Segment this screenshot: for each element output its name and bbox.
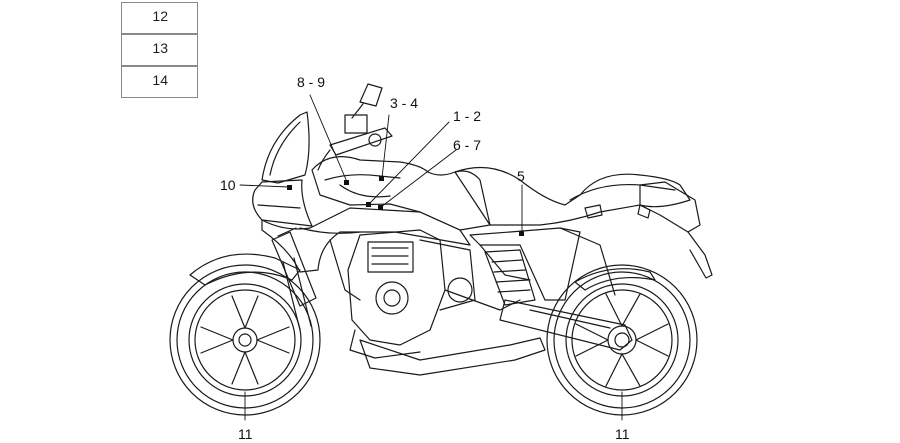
callout-8-9: 8 - 9 (297, 74, 326, 90)
decal-markers (287, 176, 524, 236)
seat (454, 166, 691, 226)
fairing-front (252, 111, 313, 227)
callout-6-7: 6 - 7 (453, 137, 482, 153)
tail-section (584, 181, 713, 279)
leader-lines (239, 94, 623, 421)
frame (469, 227, 616, 301)
callout-11-rear: 11 (615, 426, 630, 442)
legend-box-12: 12 (121, 2, 198, 34)
marker-3-4 (379, 176, 384, 181)
rear-shock (484, 249, 536, 306)
marker-10 (287, 185, 292, 190)
legend-box-14: 14 (121, 66, 198, 98)
marker-6-7 (378, 205, 383, 210)
engine (347, 229, 521, 359)
handlebar-assembly (317, 83, 393, 171)
exhaust (359, 337, 546, 376)
legend-box-13: 13 (121, 34, 198, 66)
rear-hugger (574, 268, 656, 291)
callout-1-2: 1 - 2 (453, 108, 482, 124)
side-fairing (261, 207, 471, 301)
callout-3-4: 3 - 4 (390, 95, 419, 111)
front-fender (189, 253, 301, 286)
callout-5: 5 (517, 168, 525, 184)
marker-1-2 (366, 202, 371, 207)
callout-10: 10 (220, 177, 236, 193)
marker-8-9 (344, 180, 349, 185)
fuel-tank (311, 156, 491, 231)
marker-5 (519, 231, 524, 236)
callout-11-front: 11 (238, 426, 253, 442)
